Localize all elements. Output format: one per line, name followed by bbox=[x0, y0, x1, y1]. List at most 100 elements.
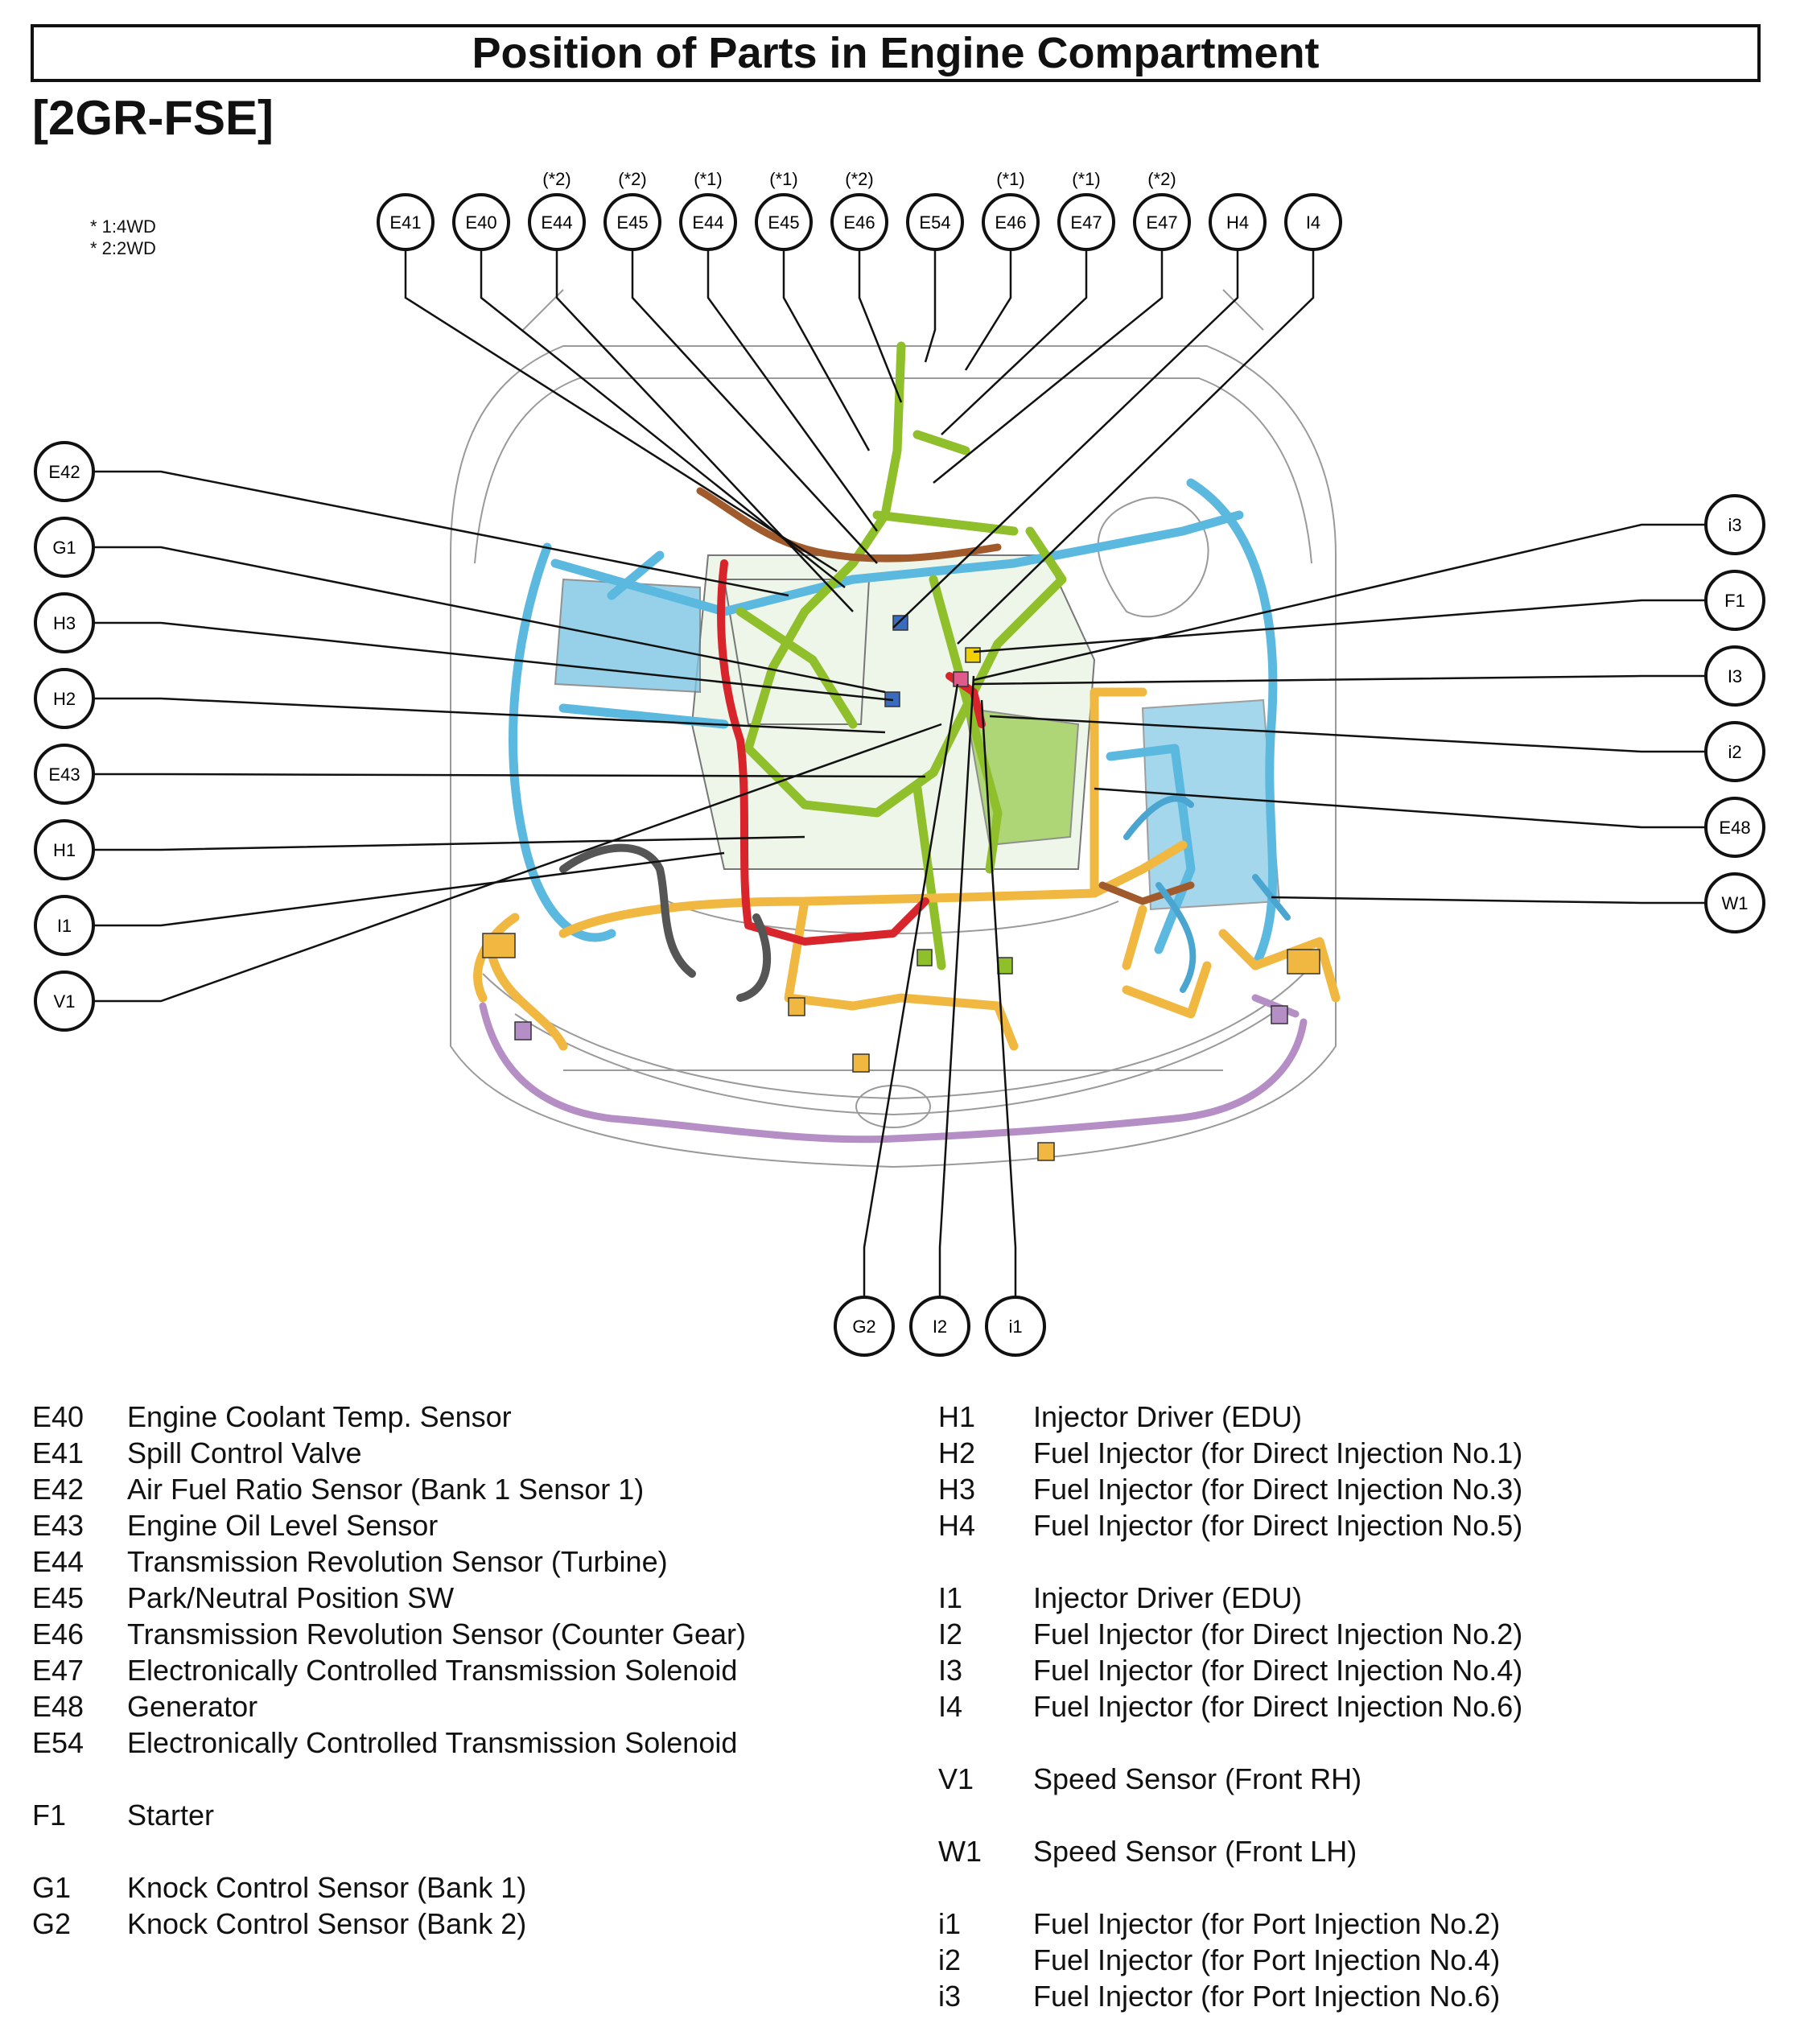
page-title: Position of Parts in Engine Compartment bbox=[31, 24, 1761, 82]
legend-desc: Knock Control Sensor (Bank 1) bbox=[127, 1871, 527, 1904]
callout-e42: E42 bbox=[34, 441, 95, 502]
legend-desc: Fuel Injector (for Direct Injection No.6… bbox=[1033, 1690, 1523, 1723]
legend-desc: Transmission Revolution Sensor (Counter … bbox=[127, 1617, 746, 1650]
blue-harness bbox=[509, 478, 1278, 970]
callout-i1-port: i1 bbox=[985, 1296, 1046, 1357]
svg-text:(*2): (*2) bbox=[1147, 169, 1176, 189]
callout-w1: W1 bbox=[1704, 872, 1765, 933]
callout-h1: H1 bbox=[34, 819, 95, 880]
callout-e47-2wd: E47(*2) bbox=[1133, 169, 1191, 251]
callout-e47-4wd: E47(*1) bbox=[1057, 169, 1115, 251]
legend-desc: Air Fuel Ratio Sensor (Bank 1 Sensor 1) bbox=[127, 1473, 645, 1506]
legend-code: E45 bbox=[32, 1581, 84, 1614]
svg-text:i2: i2 bbox=[1728, 742, 1741, 762]
svg-text:E54: E54 bbox=[919, 212, 950, 233]
legend-desc: Injector Driver (EDU) bbox=[1033, 1581, 1303, 1614]
svg-text:F1: F1 bbox=[1724, 591, 1745, 611]
legend-code: I1 bbox=[938, 1581, 963, 1614]
legend-code: I2 bbox=[938, 1617, 963, 1650]
engine-compartment-diagram: E41 E40 E44(*2) E45(*2) E44(*1) E45(*1) … bbox=[34, 169, 1765, 1357]
svg-text:(*2): (*2) bbox=[845, 169, 873, 189]
legend-desc: Knock Control Sensor (Bank 2) bbox=[127, 1907, 527, 1940]
svg-text:E42: E42 bbox=[48, 462, 80, 482]
legend-code: E41 bbox=[32, 1436, 84, 1469]
callout-e44-4wd: E44(*1) bbox=[679, 169, 737, 251]
svg-text:H3: H3 bbox=[53, 613, 76, 633]
callout-h4: H4 bbox=[1209, 193, 1267, 251]
legend-code: E43 bbox=[32, 1509, 84, 1542]
legend-desc: Fuel Injector (for Direct Injection No.2… bbox=[1033, 1617, 1523, 1650]
footnote-1: * 1:4WD bbox=[90, 216, 156, 237]
svg-text:E45: E45 bbox=[616, 212, 648, 233]
svg-text:(*2): (*2) bbox=[542, 169, 571, 189]
legend-desc: Injector Driver (EDU) bbox=[1033, 1400, 1303, 1433]
svg-text:I3: I3 bbox=[1728, 666, 1742, 686]
legend-code: H1 bbox=[938, 1400, 976, 1433]
callout-e54: E54 bbox=[906, 193, 964, 251]
svg-text:E41: E41 bbox=[389, 212, 421, 233]
svg-text:(*2): (*2) bbox=[618, 169, 646, 189]
callout-e43: E43 bbox=[34, 744, 95, 805]
svg-text:V1: V1 bbox=[54, 991, 76, 1012]
callout-e46-2wd: E46 (*2) bbox=[830, 169, 888, 251]
svg-text:E43: E43 bbox=[48, 764, 80, 785]
callout-i1: I1 bbox=[34, 895, 95, 956]
callout-i2-direct: I2 bbox=[909, 1296, 970, 1357]
svg-text:I2: I2 bbox=[933, 1317, 947, 1337]
legend-code: i2 bbox=[938, 1943, 962, 1976]
svg-text:E46: E46 bbox=[843, 212, 875, 233]
svg-text:(*1): (*1) bbox=[769, 169, 797, 189]
callout-i4: I4 bbox=[1284, 193, 1342, 251]
brown-harness bbox=[696, 487, 1195, 905]
svg-text:H1: H1 bbox=[53, 840, 76, 860]
legend-desc: Park/Neutral Position SW bbox=[127, 1581, 455, 1614]
callout-e48: E48 bbox=[1704, 797, 1765, 858]
legend-desc: Fuel Injector (for Direct Injection No.4… bbox=[1033, 1654, 1523, 1687]
legend-code: G2 bbox=[32, 1907, 72, 1940]
callout-e41: E41 bbox=[377, 193, 435, 251]
legend-desc: Speed Sensor (Front LH) bbox=[1033, 1835, 1357, 1868]
svg-text:E47: E47 bbox=[1070, 212, 1102, 233]
legend-desc: Fuel Injector (for Port Injection No.6) bbox=[1033, 1980, 1501, 2013]
engine-code: [2GR-FSE] bbox=[32, 91, 274, 145]
svg-text:i3: i3 bbox=[1728, 515, 1741, 535]
legend-code: E44 bbox=[32, 1545, 84, 1578]
legend-code: G1 bbox=[32, 1871, 72, 1904]
legend-code: W1 bbox=[938, 1835, 982, 1868]
legend-desc: Transmission Revolution Sensor (Turbine) bbox=[127, 1545, 668, 1578]
legend-code: H2 bbox=[938, 1436, 976, 1469]
svg-text:G2: G2 bbox=[852, 1317, 875, 1337]
legend-code: E47 bbox=[32, 1654, 84, 1687]
legend-code: E46 bbox=[32, 1617, 84, 1650]
callout-e46-4wd: E46 (*1) bbox=[982, 169, 1040, 251]
footnotes: * 1:4WD * 2:2WD bbox=[90, 216, 156, 259]
svg-text:E46: E46 bbox=[995, 212, 1026, 233]
legend-code: V1 bbox=[938, 1762, 974, 1795]
legend-desc: Electronically Controlled Transmission S… bbox=[127, 1654, 738, 1687]
legend-desc: Fuel Injector (for Direct Injection No.3… bbox=[1033, 1473, 1523, 1506]
svg-text:I4: I4 bbox=[1306, 212, 1320, 233]
legend-desc: Fuel Injector (for Port Injection No.2) bbox=[1033, 1907, 1501, 1940]
callout-e44-2wd: E44(*2) bbox=[528, 169, 586, 251]
legend-code: H3 bbox=[938, 1473, 976, 1506]
callout-g2: G2 bbox=[834, 1296, 895, 1357]
legend-code: I4 bbox=[938, 1690, 963, 1723]
footnote-2: * 2:2WD bbox=[90, 238, 156, 258]
left-callouts: E42 G1 H3 H2 E43 H1 I1 V1 bbox=[34, 441, 95, 1032]
callout-f1: F1 bbox=[1704, 570, 1765, 631]
legend-desc: Fuel Injector (for Port Injection No.4) bbox=[1033, 1943, 1501, 1976]
svg-text:E44: E44 bbox=[692, 212, 723, 233]
callout-i3-port: i3 bbox=[1704, 494, 1765, 555]
svg-text:(*1): (*1) bbox=[996, 169, 1024, 189]
legend-desc: Spill Control Valve bbox=[127, 1436, 362, 1469]
callout-i2-port: i2 bbox=[1704, 721, 1765, 782]
leader-lines bbox=[93, 249, 1706, 1296]
legend-desc: Speed Sensor (Front RH) bbox=[1033, 1762, 1362, 1795]
callout-h3: H3 bbox=[34, 592, 95, 653]
gray-harness bbox=[559, 843, 772, 1002]
legend-code: I3 bbox=[938, 1654, 963, 1687]
svg-text:E40: E40 bbox=[465, 212, 496, 233]
svg-text:I1: I1 bbox=[57, 916, 72, 936]
svg-text:H4: H4 bbox=[1226, 212, 1249, 233]
legend-code: E40 bbox=[32, 1400, 84, 1433]
